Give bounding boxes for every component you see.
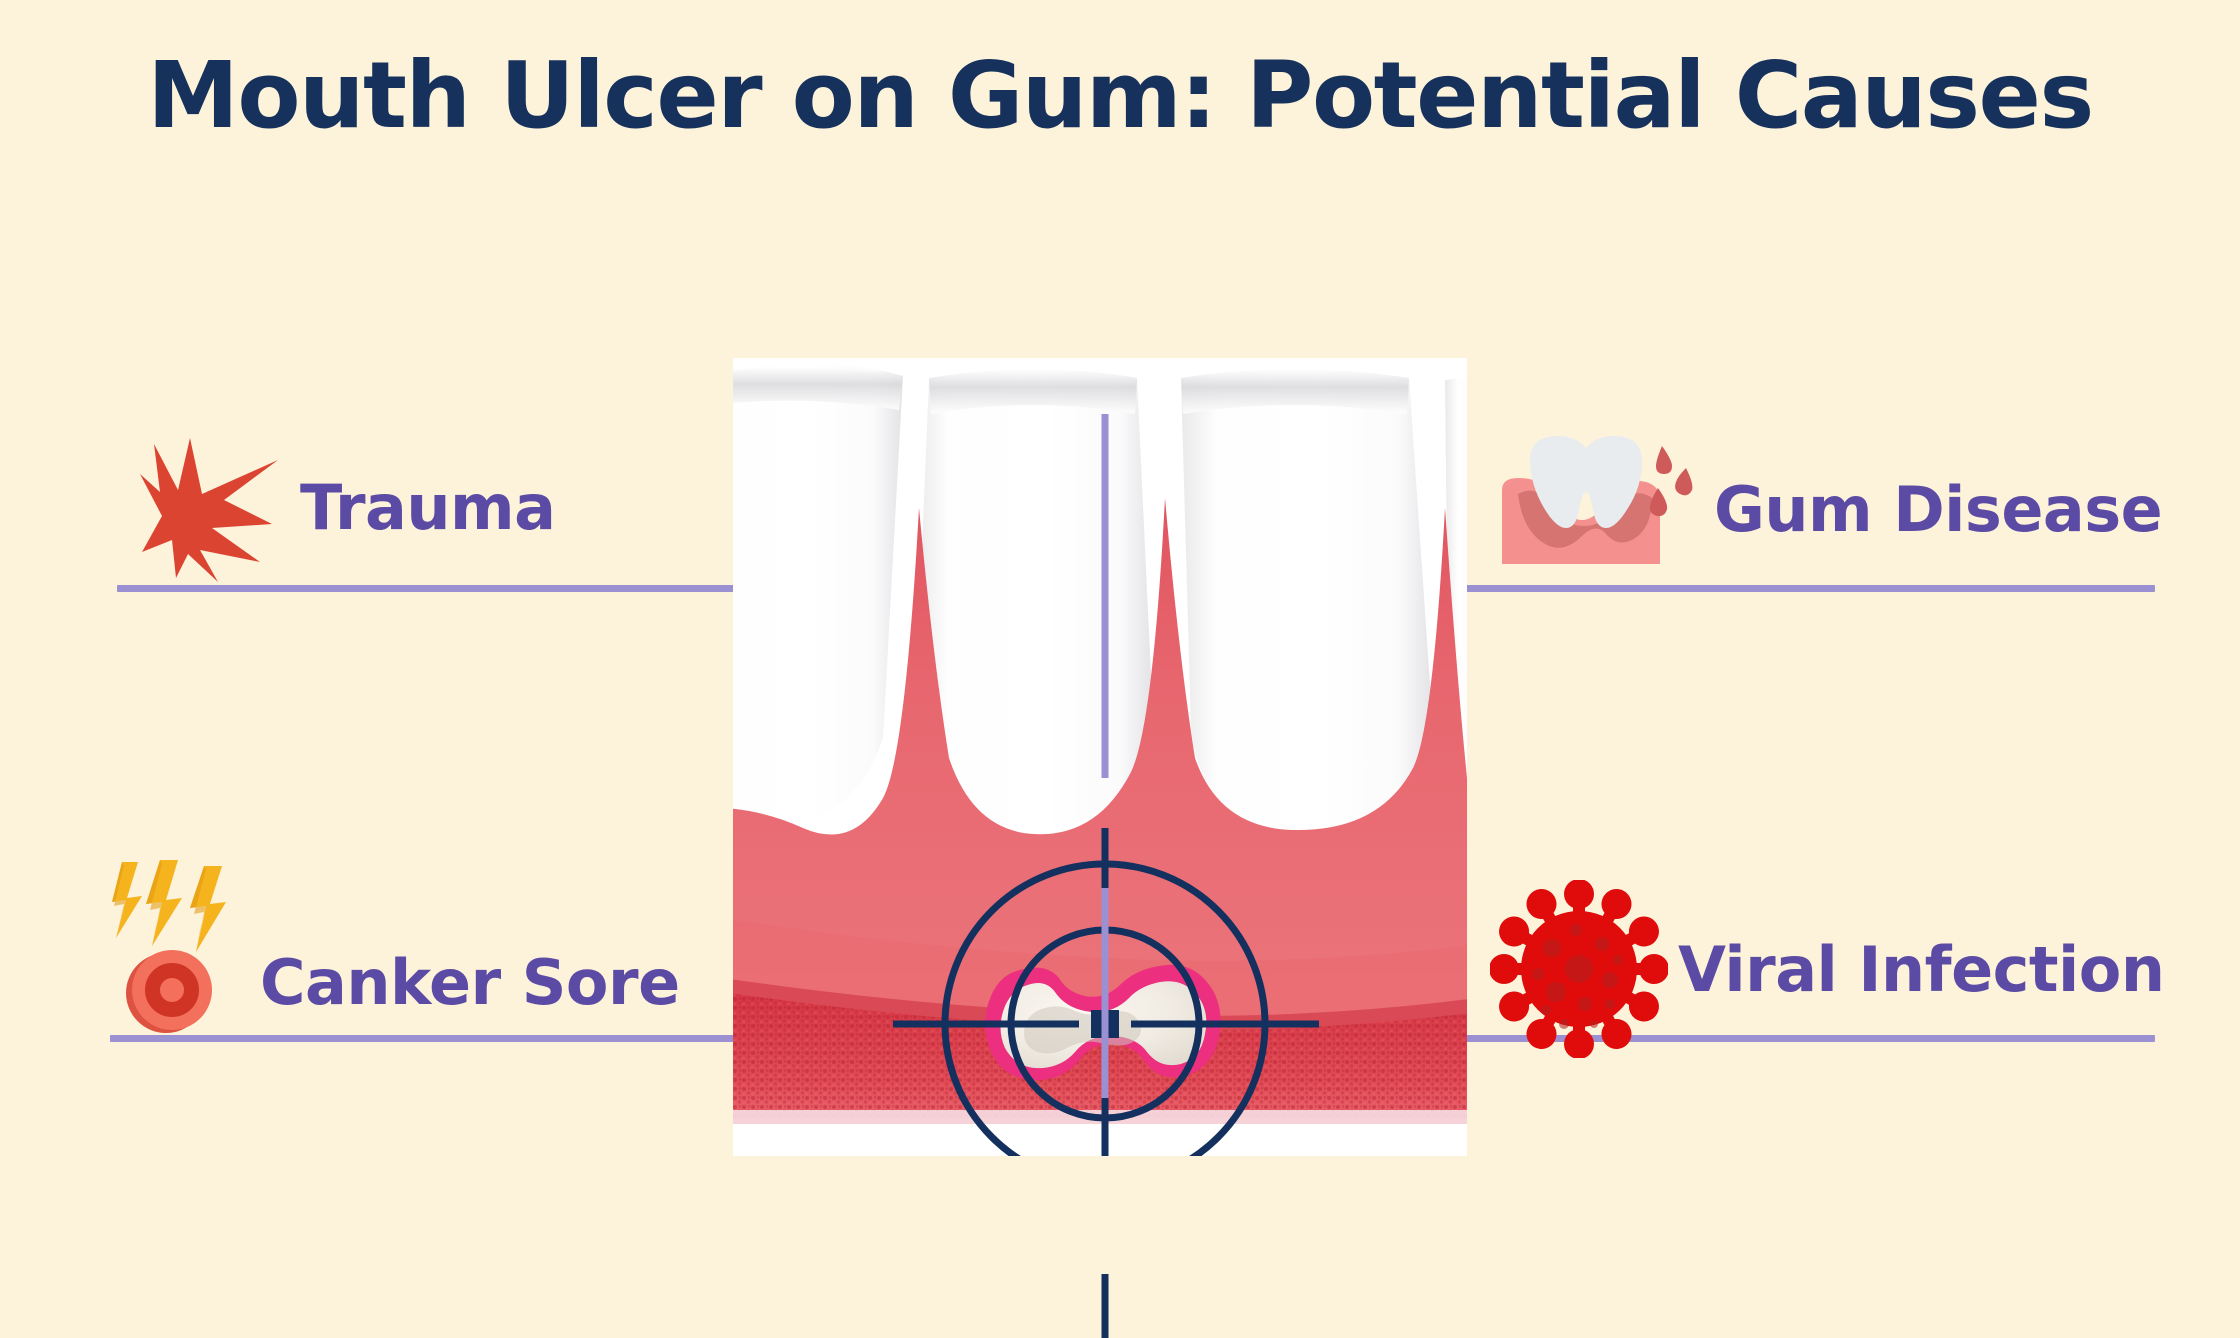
tooth-left: [733, 363, 903, 828]
cause-item-canker-sore[interactable]: Canker Sore: [108, 860, 680, 1035]
illustration-frame: [733, 358, 1467, 1156]
cause-label-gum-disease: Gum Disease: [1714, 473, 2163, 546]
page-title: Mouth Ulcer on Gum: Potential Causes: [147, 42, 2094, 149]
burst-shape: [140, 438, 278, 582]
painful-sore-icon: [108, 860, 248, 1035]
virus-surface-spots: [1532, 924, 1623, 1029]
cause-label-canker-sore: Canker Sore: [260, 946, 680, 1019]
impact-burst-icon: [132, 432, 282, 582]
connector-rule-top-right: [1137, 585, 2155, 592]
pain-bolts: [112, 860, 226, 952]
cause-item-viral-infection[interactable]: Viral Infection: [1489, 879, 2165, 1059]
gum-inflammation: [1518, 490, 1652, 548]
gum-ulcer-illustration: [733, 358, 1467, 1338]
tooth-center: [915, 369, 1153, 826]
cause-label-trauma: Trauma: [300, 470, 556, 544]
teeth-and-gum-svg: [733, 358, 1467, 1156]
virus-spikes: [1489, 879, 1669, 1059]
blood-droplet-2: [1675, 468, 1693, 496]
infographic-canvas: Mouth Ulcer on Gum: Potential Causes: [108, 42, 2166, 1338]
blood-droplet-1: [1656, 446, 1672, 474]
reticle-center-square: [1091, 1010, 1119, 1038]
tooth-shape: [1530, 436, 1642, 528]
connector-rule-bottom-right: [1145, 1035, 2155, 1042]
tooth-in-bleeding-gum-icon: [1496, 432, 1696, 587]
connector-rule-top-left: [117, 585, 1137, 592]
sore-rings: [126, 950, 212, 1033]
blood-droplet-3: [1649, 488, 1668, 517]
tooth-right: [1181, 369, 1433, 828]
cause-item-trauma[interactable]: Trauma: [132, 432, 556, 582]
connector-rule-bottom-left: [110, 1035, 1145, 1042]
virus-icon: [1489, 879, 1669, 1059]
cause-label-viral-infection: Viral Infection: [1678, 932, 2165, 1006]
cause-item-gum-disease[interactable]: Gum Disease: [1496, 432, 2163, 587]
